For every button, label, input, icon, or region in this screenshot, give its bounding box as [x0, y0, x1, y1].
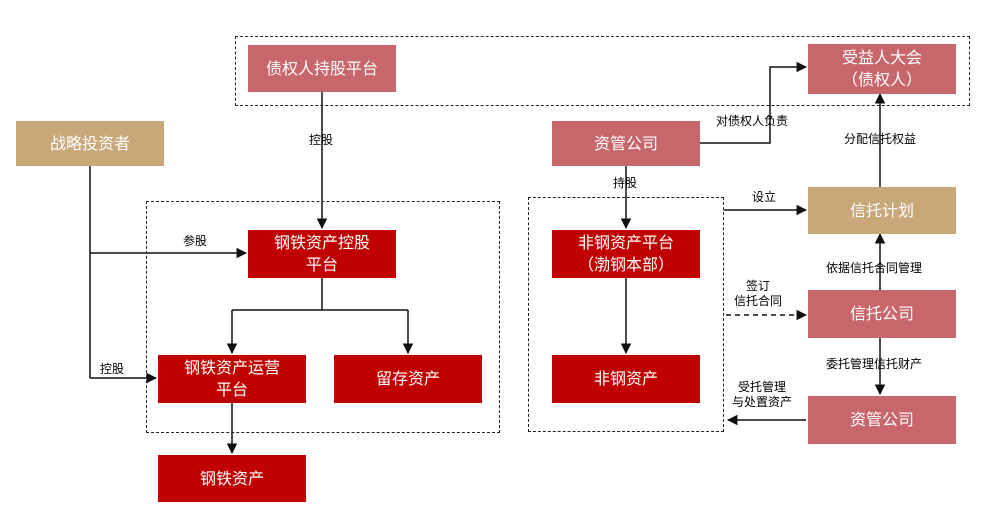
node-trust-company: 信托公司 [808, 290, 956, 338]
node-steel-assets: 钢铁资产 [158, 455, 306, 502]
node-trust-plan: 信托计划 [808, 187, 956, 234]
edge-label-hold: 持股 [613, 176, 638, 190]
edge-label-control-2: 控股 [100, 362, 125, 376]
node-steel-operation-platform: 钢铁资产运营 平台 [158, 355, 306, 403]
node-steel-holding-platform: 钢铁资产控股 平台 [248, 230, 396, 278]
edge-label-sign-contract: 签订 信托合同 [734, 279, 783, 308]
edge-label-control-1: 控股 [309, 133, 334, 147]
node-non-steel-assets: 非钢资产 [552, 355, 700, 403]
edge-label-establish: 设立 [752, 190, 777, 204]
edge-label-entrust: 委托管理信托财产 [826, 357, 923, 371]
node-strategic-investor: 战略投资者 [16, 121, 164, 166]
edge-label-responsible: 对债权人负责 [716, 114, 789, 128]
node-asset-mgmt-bottom: 资管公司 [808, 396, 956, 444]
edge-label-participate: 参股 [183, 234, 208, 248]
node-non-steel-platform: 非钢资产平台 （渤钢本部） [552, 230, 700, 278]
node-asset-mgmt-top: 资管公司 [552, 121, 700, 166]
non-steel-group-box [528, 197, 724, 432]
edge-label-entrusted-mgmt: 受托管理 与处置资产 [732, 380, 793, 409]
node-retained-assets: 留存资产 [334, 355, 482, 403]
edge-label-by-contract: 依据信托合同管理 [826, 261, 923, 275]
steel-group-box [146, 201, 500, 433]
edge-label-distribute: 分配信托权益 [844, 132, 917, 146]
creditor-group-box [235, 36, 970, 106]
node-creditor-platform: 债权人持股平台 [248, 45, 396, 92]
node-beneficiary-assembly: 受益人大会 （债权人） [808, 44, 956, 94]
